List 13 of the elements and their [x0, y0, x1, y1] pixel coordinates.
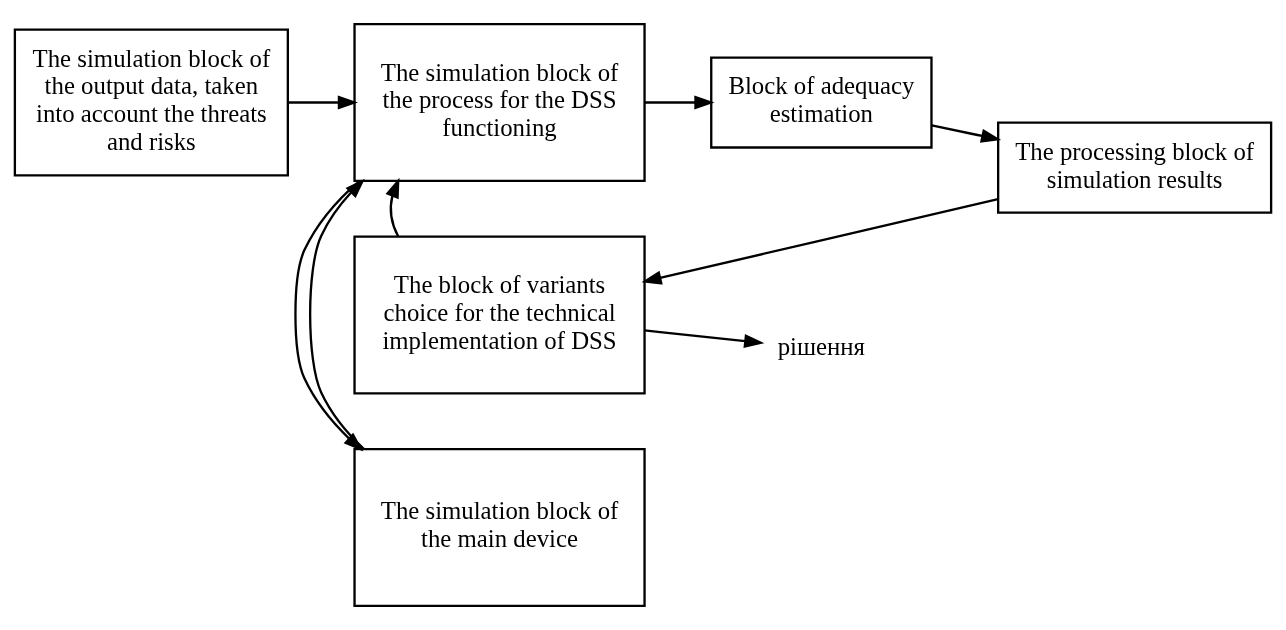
arrow — [288, 95, 358, 110]
node-text: рішення — [777, 333, 866, 361]
node-box: The simulation block of the main device — [353, 448, 646, 607]
arrow — [641, 198, 999, 285]
node-box: The processing block of simulation results — [997, 121, 1273, 214]
node-box: Block of adequacy estimation — [710, 56, 933, 149]
node-box: The simulation block of the output data, taken into account the threats and risks — [13, 28, 289, 177]
arrow — [931, 124, 1002, 143]
arrow — [644, 95, 715, 110]
arrow — [644, 329, 765, 349]
arrow — [385, 177, 400, 238]
node-box: The simulation block of the process for the DSS functioning — [353, 23, 646, 182]
node-box: The block of variants choice for the technical implementation of DSS — [353, 235, 646, 395]
